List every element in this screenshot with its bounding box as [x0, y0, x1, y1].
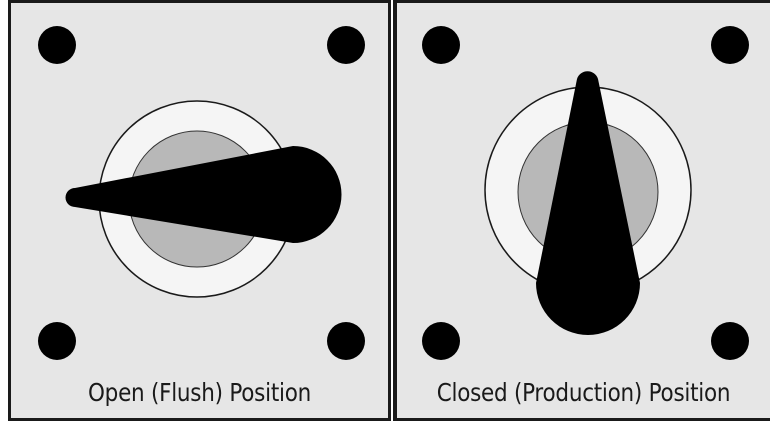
closed-production-panel: Closed (Production) Position — [393, 0, 770, 421]
open-valve-diagram — [11, 3, 388, 418]
mounting-hole-top-right — [327, 26, 365, 64]
mounting-hole-bottom-right — [327, 322, 365, 360]
mounting-hole-top-left — [38, 26, 76, 64]
open-position-caption: Open (Flush) Position — [37, 373, 361, 413]
mounting-hole-top-right — [711, 26, 749, 64]
open-flush-panel: Open (Flush) Position — [8, 0, 391, 421]
mounting-hole-bottom-left — [422, 322, 460, 360]
closed-valve-diagram — [397, 3, 770, 418]
mounting-hole-bottom-right — [711, 322, 749, 360]
closed-position-caption: Closed (Production) Position — [423, 373, 744, 413]
mounting-hole-top-left — [422, 26, 460, 64]
mounting-hole-bottom-left — [38, 322, 76, 360]
